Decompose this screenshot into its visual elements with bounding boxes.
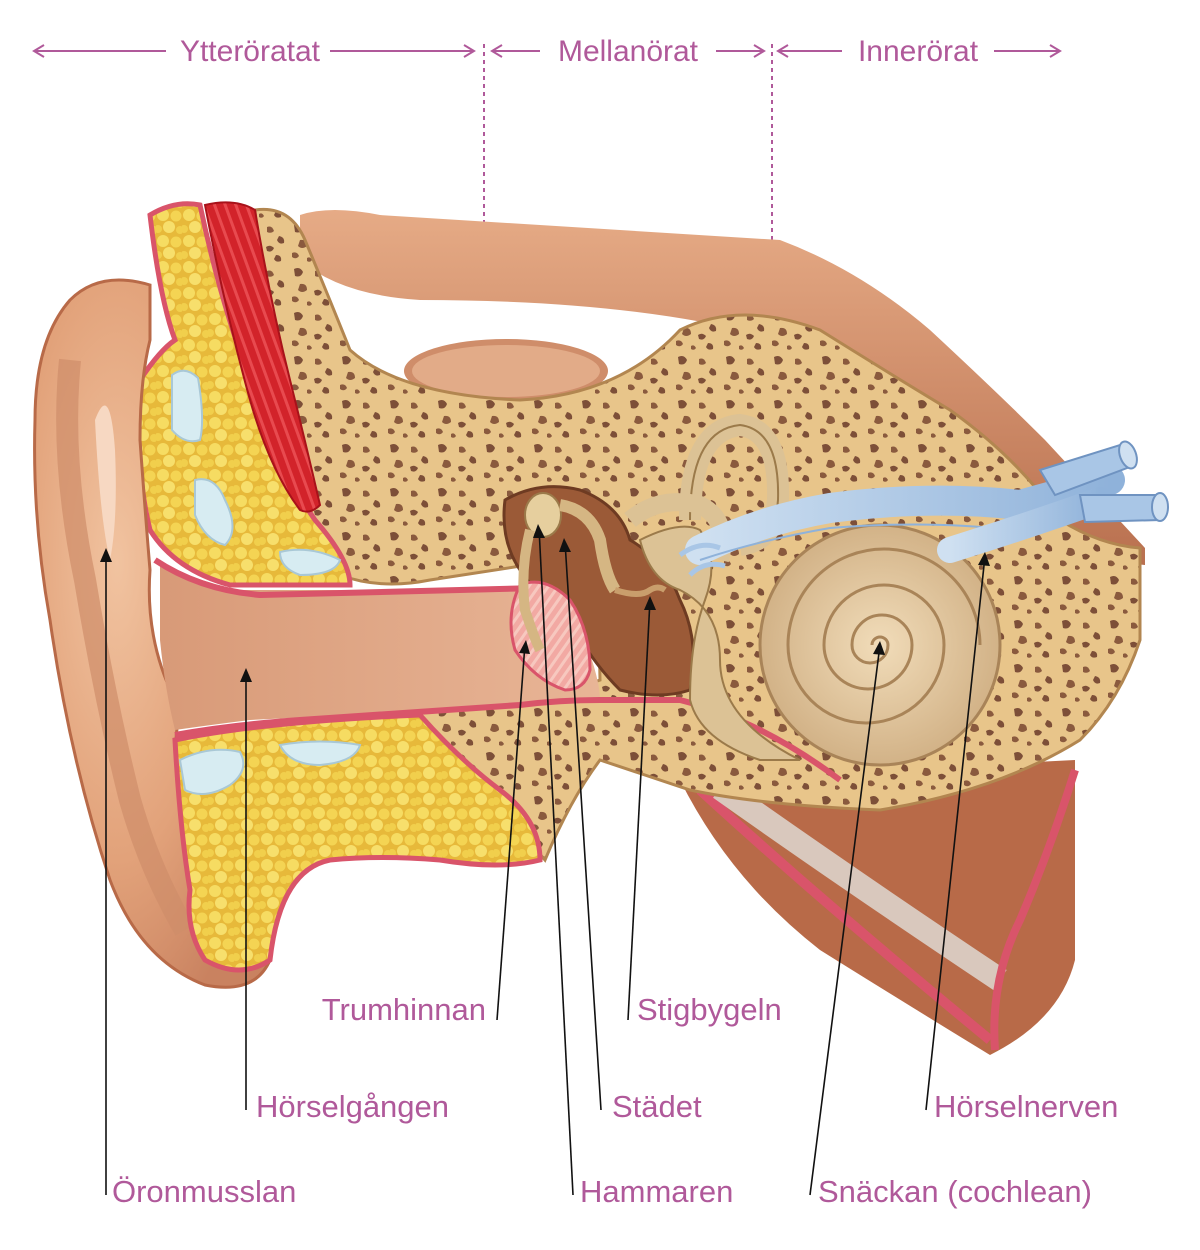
muscle <box>203 201 322 513</box>
label-nerve: Hörselnerven <box>934 1089 1118 1124</box>
inner-arrowhead-right <box>1049 44 1062 58</box>
lower-lining-right <box>990 768 1079 1051</box>
part-labels: Trumhinnan Stigbygeln Hörselgången Städe… <box>112 992 1118 1209</box>
middle-arrowhead-left <box>490 44 503 58</box>
leader-lines <box>100 524 990 1196</box>
leader-tympanic <box>496 643 526 1021</box>
leader-stapes <box>627 599 651 1021</box>
inner-arrowhead-left <box>776 44 789 58</box>
arrowhead-canal <box>240 668 252 682</box>
outer-ear-label: Ytteröratat <box>180 35 321 68</box>
label-malleus: Hammaren <box>580 1174 733 1209</box>
leader-malleus <box>538 527 574 1196</box>
cartilage-lower-1 <box>178 748 245 795</box>
leader-incus <box>564 541 602 1111</box>
stapes-arch <box>614 584 667 597</box>
ear-illustration <box>33 201 1169 1055</box>
pinna-highlight <box>95 405 116 560</box>
inner-ear-label: Innerörat <box>858 35 979 68</box>
ossicles <box>518 492 667 653</box>
cochlea-spiral <box>786 547 982 725</box>
upper-tissue <box>300 210 1145 565</box>
pinna-fold <box>56 358 195 936</box>
cartilage-upper-1 <box>171 369 204 443</box>
arrowhead-malleus <box>533 524 545 538</box>
arrowhead-cochlea <box>873 641 885 655</box>
fat-lower <box>172 712 543 973</box>
leader-nerve <box>925 555 986 1111</box>
label-canal: Hörselgången <box>256 1089 449 1124</box>
ear-canal-tube <box>160 560 600 730</box>
nerve-bundle <box>678 440 1169 577</box>
tissue-oval-highlight <box>412 345 600 397</box>
canal-lining-bottom <box>174 697 842 783</box>
outer-arrowhead-right <box>463 44 476 58</box>
arrowhead-pinna <box>100 548 112 562</box>
label-stapes: Stigbygeln <box>637 992 782 1027</box>
arrowhead-incus <box>559 538 571 552</box>
canal-lining-top <box>153 557 541 599</box>
outer-arrowhead-left <box>32 44 45 58</box>
label-pinna: Öronmusslan <box>112 1174 296 1209</box>
cartilage-upper-2 <box>194 478 234 547</box>
label-cochlea: Snäckan (cochlean) <box>818 1174 1092 1209</box>
middle-ear-label: Mellanörat <box>558 35 699 68</box>
label-tympanic: Trumhinnan <box>322 992 486 1027</box>
incus-body <box>558 499 621 594</box>
leader-cochlea <box>809 644 881 1196</box>
arrowhead-nerve <box>978 552 990 566</box>
pinna <box>33 278 272 989</box>
arrowhead-stapes <box>644 596 656 610</box>
cartilage-lower-2 <box>278 740 362 767</box>
arrowhead-tympanic <box>519 640 530 654</box>
fat-upper <box>136 201 353 588</box>
middle-arrowhead-right <box>753 44 766 58</box>
lower-membrane <box>713 778 1007 990</box>
label-incus: Städet <box>612 1089 702 1124</box>
region-header: Ytteröratat Mellanörat Innerörat <box>32 35 1062 255</box>
cartilage-upper-3 <box>278 548 342 577</box>
malleus-handle <box>518 528 545 653</box>
lower-lining <box>696 786 994 1044</box>
